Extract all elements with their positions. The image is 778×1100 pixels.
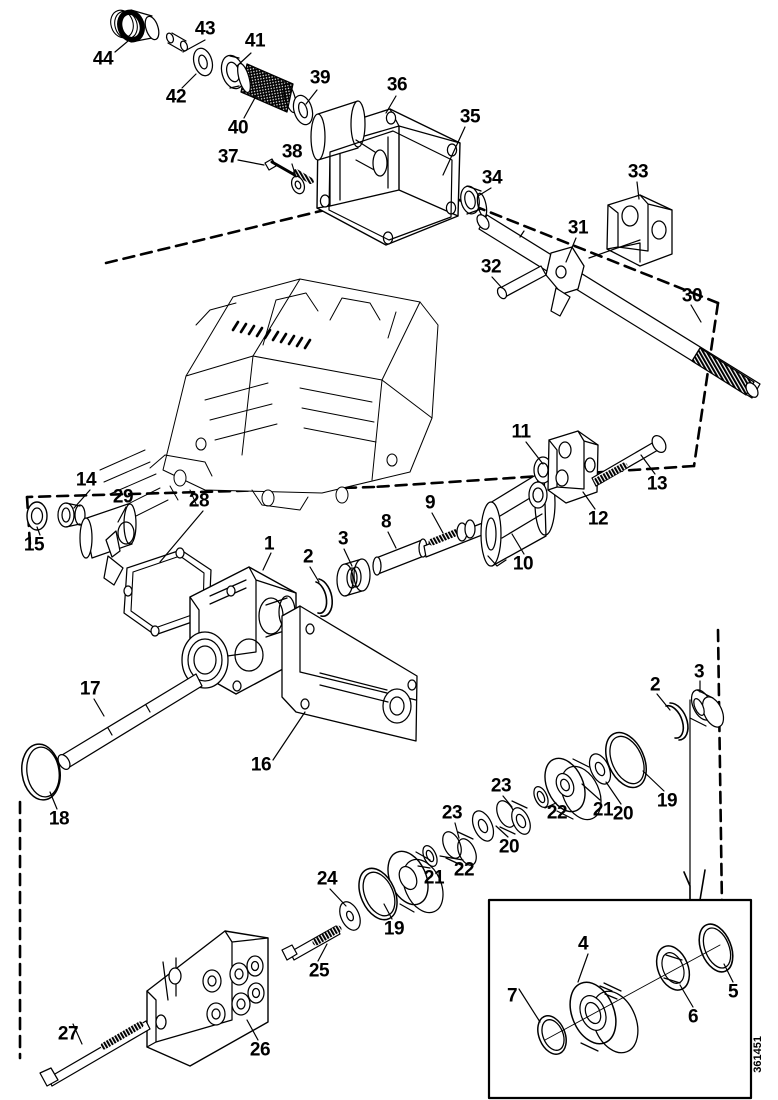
callout-2: 2 [302,546,314,568]
callout-39: 39 [309,67,331,89]
part-29-shift-lever [79,503,137,586]
callout-30: 30 [681,285,703,307]
callout-36: 36 [386,74,408,96]
callout-43: 43 [194,18,216,40]
callout-33: 33 [627,161,649,183]
callout-41: 41 [244,30,266,52]
callout-24: 24 [316,868,338,890]
callout-35: 35 [459,106,481,128]
part-23b-bearing [496,800,531,835]
part-34-bushing [460,185,488,218]
callout-28: 28 [188,490,210,512]
callout-15: 15 [23,534,45,556]
part-26-valve-block [146,930,269,1067]
callout-27: 27 [57,1023,79,1045]
part-1-cover [181,566,418,742]
part-35-gasket [328,130,453,241]
part-32-pin [496,265,547,300]
part-4-bearing-assembly [569,981,639,1054]
part-33-bracket [606,194,673,267]
callout-18: 18 [48,808,70,830]
part-40-spring [237,62,297,114]
leader-lines [36,35,734,1045]
part-3b-bearing [689,689,725,728]
callout-3: 3 [337,528,349,550]
callout-17: 17 [79,678,101,700]
callout-20b: 20 [612,803,634,825]
part-3-bearing [336,558,371,597]
callout-12: 12 [587,508,609,530]
callout-19c: 19 [383,918,405,940]
callout-8: 8 [380,511,392,533]
part-42-washer [192,47,214,77]
part-20b-washer [588,753,612,785]
callout-26: 26 [249,1039,271,1061]
assembly-envelope-lower [18,628,724,1060]
callout-22b: 22 [546,802,568,824]
callout-4: 4 [577,933,589,955]
callout-42: 42 [165,86,187,108]
part-2b-snap-ring [665,702,689,741]
callout-31: 31 [567,217,589,239]
drawing-number: 361451 [752,1036,764,1073]
part-44-cap [110,9,160,43]
callout-7: 7 [506,985,518,1007]
callout-44: 44 [92,48,114,70]
transmission-body [99,278,439,521]
part-36-housing [310,100,461,246]
part-19c-ring [358,867,398,921]
callout-3b: 3 [693,661,705,683]
part-13-bolt [591,435,667,487]
part-20c-washer [471,810,495,842]
callout-40: 40 [227,117,249,139]
callout-19b: 19 [656,790,678,812]
callout-23b: 23 [490,775,512,797]
part-14-bushing [57,502,86,528]
part-5-ring [698,923,734,973]
callout-9: 9 [424,492,436,514]
callout-37: 37 [217,146,239,168]
part-17-shaft [57,673,203,770]
callout-2b: 2 [649,674,661,696]
callout-29: 29 [112,486,134,508]
part-8-sleeve [372,538,428,576]
part-15-seal [26,501,48,531]
callout-11: 11 [511,421,531,443]
part-25-bolt [281,925,342,961]
part-22b-washer [533,786,549,808]
part-38-nut [290,175,306,195]
part-39-washer [292,94,314,126]
callout-5: 5 [727,981,739,1003]
part-31-lever [545,246,585,317]
callout-22c: 22 [453,859,475,881]
part-27-bolt [39,1020,151,1087]
callout-25: 25 [308,960,330,982]
callout-32: 32 [480,256,502,278]
callout-21c: 21 [423,867,445,889]
callout-20c: 20 [498,836,520,858]
callout-6: 6 [687,1006,699,1028]
part-23c-bearing [442,831,477,866]
part-2-snap-ring [315,578,334,618]
callout-13: 13 [646,473,668,495]
callout-16: 16 [250,754,272,776]
callout-38: 38 [281,141,303,163]
callout-1: 1 [263,533,275,555]
part-24-washer [339,901,361,931]
callout-34: 34 [481,167,503,189]
callout-10: 10 [512,553,534,575]
part-11-retainer [528,456,553,509]
part-19b-ring [605,731,647,789]
callout-14: 14 [75,469,97,491]
part-21b-gear [544,757,602,821]
part-43-pin [165,32,189,52]
callout-21b: 21 [592,799,614,821]
part-12-endcap [547,430,599,504]
callout-23c: 23 [441,802,463,824]
part-18-retaining-ring [21,743,61,801]
detail-inset-frame [487,869,753,1100]
part-6-seal [655,945,691,991]
